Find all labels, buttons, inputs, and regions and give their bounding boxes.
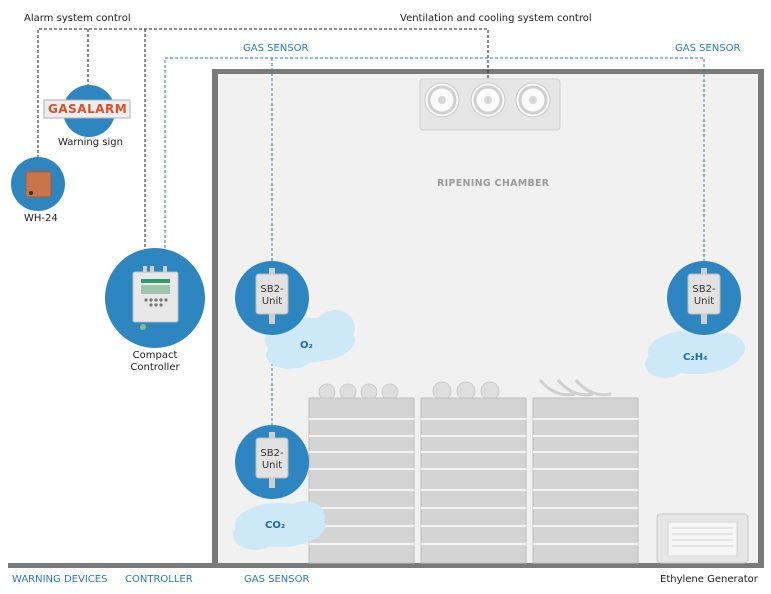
produce-rack bbox=[308, 397, 415, 564]
gas-sensor-wires bbox=[164, 57, 705, 434]
sensor-o2-line1: SB2- bbox=[260, 284, 284, 295]
wh24-label: WH-24 bbox=[24, 213, 58, 224]
warning-sign-label: Warning sign bbox=[58, 137, 123, 148]
gas-sensor-label-left: GAS SENSOR bbox=[243, 43, 309, 54]
controller-label-line2: Controller bbox=[130, 362, 180, 373]
sensor-c2h4-line2: Unit bbox=[693, 296, 715, 307]
gas-label-c2h4: C₂H₄ bbox=[683, 352, 708, 363]
gas-label-o2: O₂ bbox=[300, 340, 313, 351]
chamber-left-wall bbox=[212, 70, 218, 564]
fan-icon bbox=[424, 82, 460, 118]
ventilation-unit bbox=[419, 78, 561, 131]
controller-label-line1: Compact bbox=[132, 350, 178, 361]
produce-rack bbox=[420, 397, 527, 564]
warning-sign-device bbox=[43, 85, 131, 137]
ventilation-label: Ventilation and cooling system control bbox=[400, 13, 592, 24]
gasalarm-text: GASALARM bbox=[48, 102, 128, 116]
gas-cloud-co2 bbox=[233, 501, 325, 550]
banana-icon bbox=[538, 379, 612, 397]
sensor-co2-line1: SB2- bbox=[260, 448, 284, 459]
floor-line bbox=[8, 563, 764, 568]
fan-icon bbox=[470, 82, 506, 118]
sensor-co2-line2: Unit bbox=[261, 460, 283, 471]
sensor-o2 bbox=[235, 261, 309, 335]
gas-sensor-section-label: GAS SENSOR bbox=[244, 574, 310, 585]
ripening-chamber-title: RIPENING CHAMBER bbox=[437, 178, 550, 189]
produce-icons bbox=[318, 379, 612, 401]
warning-devices-label: WARNING DEVICES bbox=[12, 574, 108, 585]
apple-icon bbox=[432, 381, 500, 401]
produce-rack bbox=[532, 397, 639, 564]
sensor-o2-line2: Unit bbox=[261, 296, 283, 307]
gas-cloud-c2h4 bbox=[645, 330, 745, 378]
ethylene-generator bbox=[656, 513, 749, 564]
sensor-co2 bbox=[235, 425, 309, 499]
gas-label-co2: CO₂ bbox=[265, 520, 286, 531]
fan-icon bbox=[515, 82, 551, 118]
gas-sensor-label-right: GAS SENSOR bbox=[675, 43, 741, 54]
wh24-device bbox=[11, 157, 65, 211]
pear-icon bbox=[318, 383, 399, 401]
chamber-right-wall bbox=[758, 69, 764, 564]
sensor-c2h4 bbox=[667, 261, 741, 335]
ethylene-generator-label: Ethylene Generator bbox=[660, 574, 758, 585]
compact-controller-device bbox=[105, 248, 205, 348]
alarm-control-wires bbox=[37, 28, 489, 263]
controller-section-label: CONTROLLER bbox=[125, 574, 193, 585]
sensor-c2h4-line1: SB2- bbox=[692, 284, 716, 295]
alarm-system-label: Alarm system control bbox=[24, 13, 131, 24]
